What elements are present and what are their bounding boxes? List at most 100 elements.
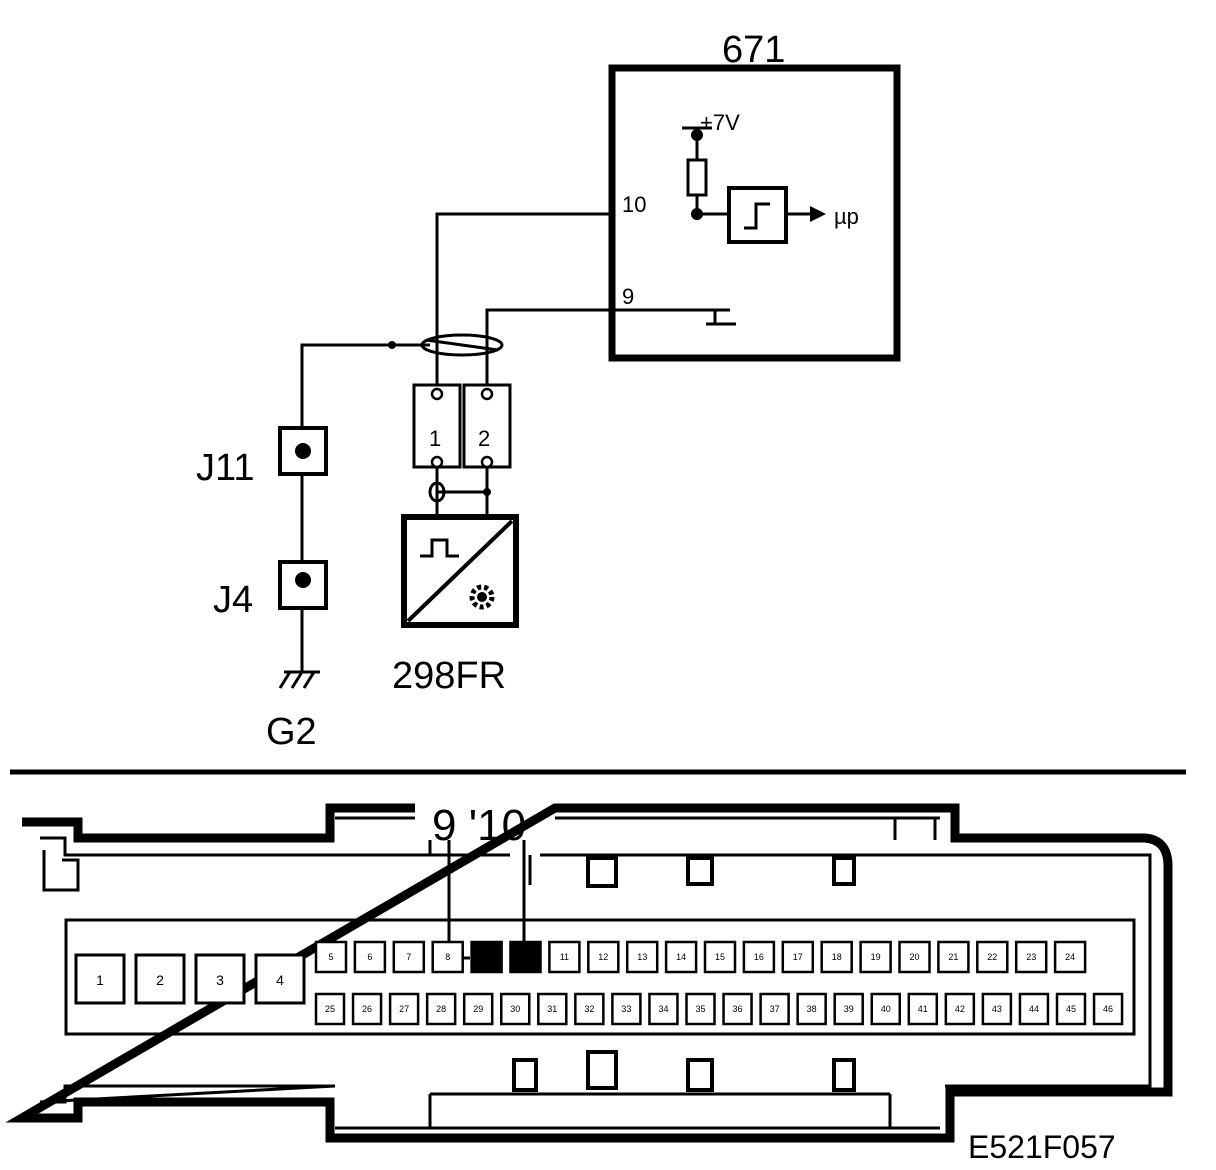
ecu-label: 671 [722, 29, 785, 71]
connector-pin-21 [937, 940, 970, 974]
connector-pin-label: 17 [793, 952, 803, 962]
connector-pin-label: 32 [584, 1004, 594, 1014]
connector-pin-23 [1014, 940, 1048, 974]
connector-pin-label: 20 [909, 952, 919, 962]
connector-pin-5 [314, 940, 348, 974]
connector-pin-46 [1092, 992, 1124, 1026]
connector-pin-30 [500, 992, 531, 1026]
connector-pin-33 [611, 992, 642, 1026]
j11-label: J11 [196, 447, 254, 489]
connector-pin-8 [431, 940, 464, 974]
connector-pin-20 [898, 940, 931, 974]
connector-pin-32 [574, 992, 605, 1026]
connector-pin-40 [870, 992, 901, 1026]
connector-pin-label: 2 [156, 972, 164, 988]
connector-pin-label: 44 [1029, 1004, 1039, 1014]
connector-pin-2: 2 [478, 426, 490, 451]
j4-label: J4 [213, 579, 253, 621]
connector-pin-label: 23 [1026, 952, 1036, 962]
junction-j11 [278, 426, 328, 476]
connector-pin-26 [351, 992, 383, 1026]
sensor-label: 298FR [392, 655, 506, 697]
connector-pin-1 [74, 953, 126, 1005]
connector-pin-label: 35 [695, 1004, 705, 1014]
connector-pin-3 [194, 953, 246, 1005]
connector-pin-label: 33 [621, 1004, 631, 1014]
connector-pin-label: 41 [918, 1004, 928, 1014]
connector-pin-31 [537, 992, 568, 1026]
connector-pin-24 [1053, 940, 1087, 974]
connector-pin-27 [388, 992, 420, 1026]
ecu-671: 671 +7V µp [608, 29, 901, 362]
connector-pin-label: 26 [362, 1004, 372, 1014]
connector-pin-label: 36 [733, 1004, 743, 1014]
wiring [300, 212, 612, 428]
connector-pin-label: 42 [955, 1004, 965, 1014]
connector-pin-9 [470, 940, 503, 974]
connector-pin-label: 9 [484, 952, 489, 962]
connector-pin-29 [462, 992, 494, 1026]
connector-pin-11 [548, 940, 581, 974]
connector-pin-label: 18 [832, 952, 842, 962]
connector-pin-13 [625, 940, 659, 974]
connector-pin-label: 24 [1065, 952, 1075, 962]
connector-pin-12 [587, 940, 620, 974]
connector-pin-15 [703, 940, 737, 974]
microprocessor-label: µp [834, 204, 859, 229]
connector-pin-label: 34 [658, 1004, 668, 1014]
output-arrow-icon [810, 206, 826, 222]
highlight-label: 9 '10 [432, 801, 526, 850]
connector-pin-10 [509, 940, 542, 974]
connector-pin-label: 6 [367, 952, 372, 962]
ecu-connector [5, 803, 1173, 1143]
connector-pin-44 [1018, 992, 1050, 1026]
gear-icon [469, 584, 495, 610]
connector-298: 1 2 [412, 383, 512, 469]
speed-sensor [401, 514, 519, 628]
connector-pin-2 [134, 953, 186, 1005]
connector-pin-42 [944, 992, 976, 1026]
pullup-resistor [686, 158, 708, 197]
connector-pin-label: 1 [96, 972, 104, 988]
connector-pin-7 [392, 940, 426, 974]
connector-pin-label: 12 [598, 952, 608, 962]
connector-pin-label: 21 [948, 952, 958, 962]
connector-pin-label: 4 [276, 972, 284, 988]
connector-pin-label: 10 [520, 952, 530, 962]
pin-9-label: 9 [622, 284, 634, 309]
connector-pin-label: 25 [325, 1004, 335, 1014]
connector-pin-38 [796, 992, 827, 1026]
connector-pin-6 [353, 940, 387, 974]
connector-pin-label: 28 [436, 1004, 446, 1014]
connector-pin-label: 14 [676, 952, 686, 962]
connector-pin-43 [981, 992, 1013, 1026]
connector-pin-35 [685, 992, 716, 1026]
connector-pin-label: 22 [987, 952, 997, 962]
connector-pin-label: 27 [399, 1004, 409, 1014]
junction-j4 [278, 560, 328, 610]
connector-pin-label: 5 [328, 952, 333, 962]
connector-pin-label: 38 [807, 1004, 817, 1014]
connector-pin-label: 31 [547, 1004, 557, 1014]
connector-pin-label: 3 [216, 972, 224, 988]
connector-pin-label: 45 [1066, 1004, 1076, 1014]
connector-pin-label: 46 [1103, 1004, 1113, 1014]
connector-pin-label: 13 [637, 952, 647, 962]
connector-pin-25 [314, 992, 346, 1026]
shielded-cable-icon [420, 333, 504, 357]
pulse-signal-icon [420, 538, 459, 558]
connector-pin-45 [1055, 992, 1087, 1026]
connector-pin-19 [859, 940, 892, 974]
ground-icon [278, 670, 320, 689]
connector-pin-37 [759, 992, 790, 1026]
connector-pin-label: 37 [770, 1004, 780, 1014]
connector-pin-label: 40 [881, 1004, 891, 1014]
connector-pin-18 [820, 940, 853, 974]
connector-pin-36 [722, 992, 753, 1026]
connector-pin-4 [254, 953, 306, 1005]
connector-pin-16 [742, 940, 776, 974]
connector-pin-41 [907, 992, 939, 1026]
connector-pin-17 [781, 940, 815, 974]
